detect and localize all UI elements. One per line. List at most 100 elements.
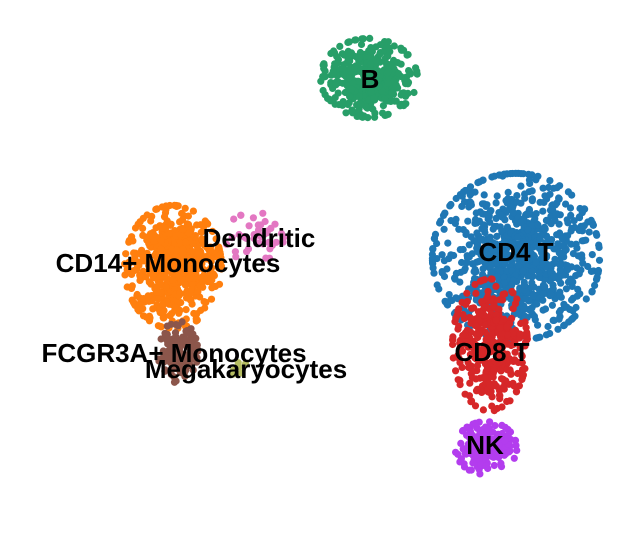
point-b [396, 102, 404, 110]
point-cd4-t [580, 237, 588, 245]
point-cd8-t [471, 340, 480, 348]
point-cd4-t [568, 191, 576, 199]
point-cd4-t [429, 245, 437, 253]
point-cd4-t [558, 235, 567, 243]
point-cd14-monocytes [212, 235, 220, 243]
point-cd14-monocytes [159, 300, 167, 308]
point-b [384, 79, 392, 87]
point-dendritic [245, 222, 253, 230]
point-nk [465, 466, 473, 474]
point-fcgr3a-monocytes [163, 322, 171, 330]
point-dendritic [249, 214, 257, 222]
point-b [372, 56, 380, 64]
point-cd14-monocytes [166, 312, 174, 320]
point-nk [487, 437, 495, 446]
point-cd8-t [472, 289, 480, 297]
point-cd14-monocytes [125, 238, 133, 246]
point-fcgr3a-monocytes [172, 377, 180, 385]
point-cd4-t [437, 217, 445, 225]
point-cd14-monocytes [169, 276, 177, 284]
point-b [366, 77, 374, 85]
point-cd14-monocytes [184, 212, 192, 220]
point-cd8-t [481, 374, 489, 382]
point-cd8-t [495, 305, 503, 313]
point-cd8-t [510, 356, 519, 364]
point-cd4-t [489, 225, 497, 233]
point-cd8-t [459, 311, 467, 319]
point-b [357, 40, 366, 49]
point-cd8-t [498, 344, 506, 352]
point-cd4-t [558, 242, 567, 250]
point-cd4-t [486, 218, 494, 226]
point-dendritic [263, 227, 272, 235]
point-nk [495, 453, 503, 462]
point-dendritic [228, 234, 236, 242]
point-cd4-t [532, 176, 540, 184]
point-nk [482, 453, 490, 461]
point-nk [510, 454, 518, 462]
point-cd4-t [572, 303, 580, 312]
point-b [413, 70, 421, 78]
point-cd4-t [452, 269, 460, 277]
point-cd4-t [536, 235, 544, 243]
point-cd4-t [579, 259, 587, 267]
point-cd8-t [449, 354, 457, 362]
point-b [397, 46, 406, 54]
point-cd14-monocytes [162, 283, 170, 291]
point-fcgr3a-monocytes [170, 353, 178, 361]
point-b [400, 89, 408, 97]
point-cd4-t [542, 239, 550, 247]
label-cd8-t: CD8 T [454, 337, 529, 367]
point-dendritic [231, 248, 239, 256]
point-fcgr3a-monocytes [157, 335, 165, 343]
point-b [362, 103, 370, 111]
point-b [388, 62, 396, 70]
point-cd14-monocytes [188, 280, 196, 288]
point-fcgr3a-monocytes [171, 360, 179, 368]
point-cd14-monocytes [145, 297, 153, 305]
point-nk [490, 461, 498, 470]
point-cd4-t [501, 259, 509, 268]
point-cd4-t [514, 213, 522, 221]
point-cd8-t [507, 370, 515, 378]
point-cd4-t [544, 322, 552, 331]
point-b [321, 67, 329, 75]
label-megakaryocytes: Megakaryocytes [145, 354, 347, 384]
point-cd4-t [430, 269, 438, 277]
point-cd8-t [486, 389, 494, 397]
point-b [361, 71, 370, 79]
point-cd8-t [449, 336, 457, 344]
point-cd14-monocytes [184, 262, 192, 270]
point-cd8-t [499, 375, 507, 383]
point-cd4-t [595, 241, 603, 249]
point-cd8-t [488, 402, 496, 410]
point-cd4-t [556, 261, 564, 269]
point-cd4-t [541, 225, 549, 233]
point-cd4-t [524, 211, 532, 219]
point-dendritic [243, 248, 251, 256]
point-cd4-t [536, 198, 544, 206]
point-cd14-monocytes [202, 298, 210, 306]
point-cd4-t [519, 267, 527, 275]
point-cd4-t [582, 295, 590, 303]
point-cd4-t [487, 207, 495, 215]
point-cd14-monocytes [165, 229, 173, 238]
point-cd8-t [518, 375, 526, 384]
point-b [394, 70, 403, 78]
point-cd4-t [445, 297, 453, 305]
point-b [355, 92, 363, 101]
point-cd4-t [554, 325, 562, 333]
point-cd8-t [456, 359, 464, 367]
point-b [345, 38, 353, 46]
point-cd8-t [490, 367, 498, 375]
point-nk [491, 422, 499, 430]
point-cd4-t [510, 251, 518, 260]
point-b [379, 102, 387, 110]
point-cd4-t [512, 169, 520, 177]
point-fcgr3a-monocytes [161, 354, 169, 362]
point-cd14-monocytes [139, 224, 147, 232]
point-cd4-t [531, 214, 539, 223]
point-fcgr3a-monocytes [174, 322, 182, 330]
point-cd4-t [475, 257, 483, 265]
